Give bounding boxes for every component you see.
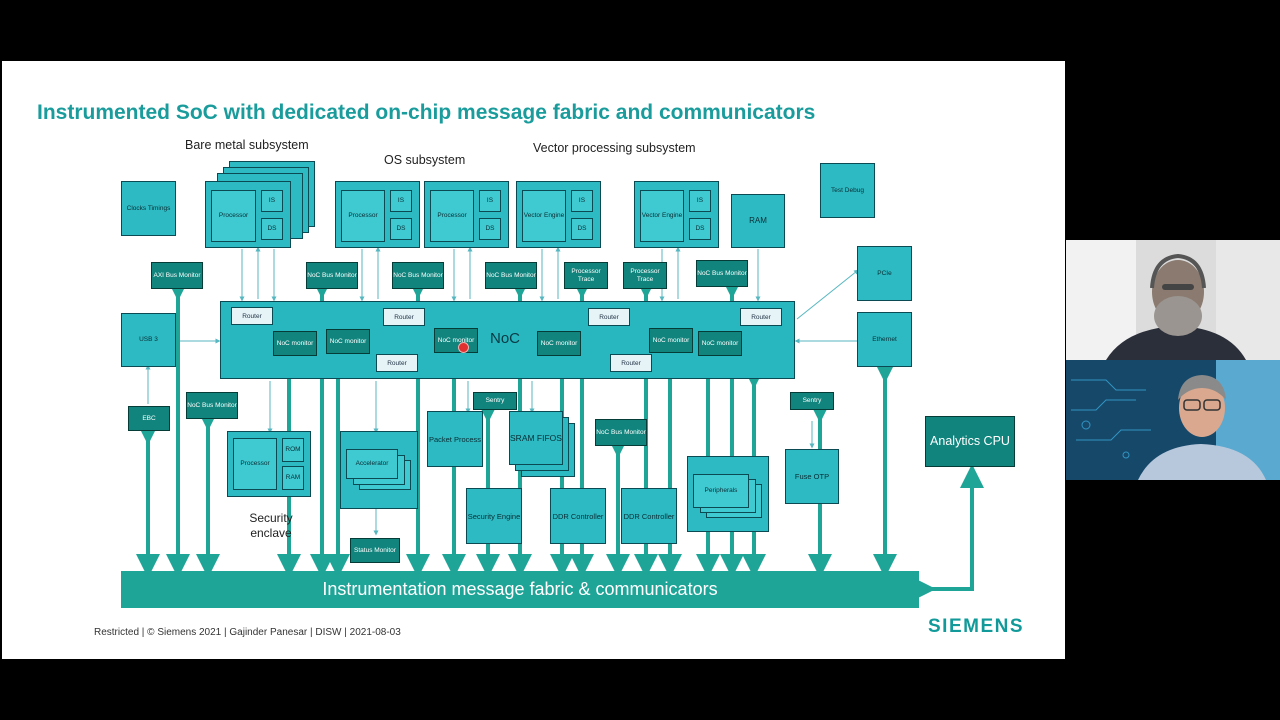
laser-pointer-dot [458,342,469,353]
noc-monitor: NoC monitor [698,331,742,356]
noc-label: NoC [490,330,521,347]
processor-core: Processor [430,190,474,242]
presenter-1-video [1066,240,1280,360]
instrumentation-fabric: Instrumentation message fabric & communi… [121,571,919,608]
is-cache: IS [479,190,501,212]
router: Router [740,308,782,326]
router: Router [231,307,273,325]
os-subsystem-label: OS subsystem [384,153,466,167]
status-monitor: Status Monitor [350,538,400,563]
ds-cache: DS [390,218,412,240]
accelerator-container: Accelerator [340,431,418,509]
vector-engine-block-2: Vector Engine IS DS [634,181,719,248]
noc-bus-monitor-1: NoC Bus Monitor [306,262,358,289]
vector-subsystem-label: Vector processing subsystem [533,141,696,155]
noc-monitor: NoC monitor [537,331,581,356]
is-cache: IS [390,190,412,212]
noc-monitor: NoC monitor [326,329,370,354]
peripherals-block: Peripherals [693,474,749,508]
is-cache: IS [261,190,283,212]
ebc-block: EBC [128,406,170,431]
video-tile-presenter-1[interactable] [1066,240,1280,360]
peripherals-container: Peripherals [687,456,769,532]
ddr-controller-1: DDR Controller [550,488,606,544]
test-debug-block: Test Debug [820,163,875,218]
os-processor-block-2: Processor IS DS [424,181,509,248]
noc-bus-monitor-5: NoC Bus Monitor [186,392,238,419]
ds-cache: DS [261,218,283,240]
slide-footer: Restricted | © Siemens 2021 | Gajinder P… [94,627,401,638]
vector-engine-block-1: Vector Engine IS DS [516,181,601,248]
axi-bus-monitor: AXI Bus Monitor [151,262,203,289]
noc-monitor: NoC monitor [273,331,317,356]
slide: Instrumented SoC with dedicated on-chip … [2,61,1065,659]
vector-engine-core: Vector Engine [640,190,684,242]
router: Router [588,308,630,326]
processor-trace-1: Processor Trace [564,262,608,289]
noc-monitor: NoC monitor [649,328,693,353]
usb3-block: USB 3 [121,313,176,367]
siemens-logo: SIEMENS [928,616,1025,637]
processor-core: Processor [211,190,256,242]
presenter-2-video [1066,360,1280,480]
ds-cache: DS [479,218,501,240]
router: Router [376,354,418,372]
sentry-2: Sentry [790,392,834,410]
bare-metal-processor-block: Processor IS DS [205,181,291,248]
processor-core: Processor [233,438,277,490]
ds-cache: DS [571,218,593,240]
is-cache: IS [689,190,711,212]
noc-bus-monitor-2: NoC Bus Monitor [392,262,444,289]
processor-trace-2: Processor Trace [623,262,667,289]
ram-block: RAM [731,194,785,248]
noc-bus-monitor-3: NoC Bus Monitor [485,262,537,289]
packet-process-block: Packet Process [427,411,483,467]
security-enclave-processor: Processor ROM RAM [227,431,311,497]
fuse-otp-block: Fuse OTP [785,449,839,504]
accelerator-block: Accelerator [346,449,398,479]
router: Router [383,308,425,326]
ds-cache: DS [689,218,711,240]
security-enclave-label: Security enclave [249,511,293,540]
clocks-timings-block: Clocks Timings [121,181,176,236]
analytics-cpu-block: Analytics CPU [925,416,1015,467]
slide-title: Instrumented SoC with dedicated on-chip … [37,101,816,124]
sentry-1: Sentry [473,392,517,410]
is-cache: IS [571,190,593,212]
rom-block: ROM [282,438,304,462]
security-engine-block: Security Engine [466,488,522,544]
ethernet-block: Ethernet [857,312,912,367]
noc-bus-monitor-4: NoC Bus Monitor [696,260,748,287]
bare-metal-subsystem-label: Bare metal subsystem [185,138,309,152]
sram-fifos-block: SRAM FIFOS [509,411,563,465]
os-processor-block-1: Processor IS DS [335,181,420,248]
processor-core: Processor [341,190,385,242]
video-tile-presenter-2[interactable] [1066,360,1280,480]
ram-small-block: RAM [282,466,304,490]
noc-block: NoC Router Router Router Router Router R… [220,301,795,379]
vector-engine-core: Vector Engine [522,190,566,242]
ddr-controller-2: DDR Controller [621,488,677,544]
noc-monitor: NoC monitor [434,328,478,353]
router: Router [610,354,652,372]
pcie-block: PCIe [857,246,912,301]
noc-bus-monitor-6: NoC Bus Monitor [595,419,647,446]
